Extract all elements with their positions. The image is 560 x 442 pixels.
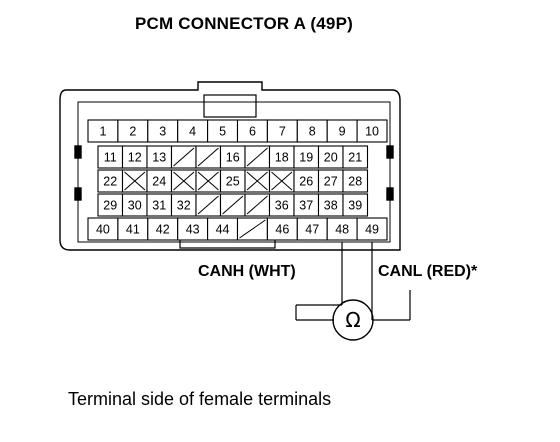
empty-cavity-mark bbox=[124, 171, 146, 191]
empty-cavity-mark bbox=[271, 171, 293, 191]
locking-tab bbox=[203, 94, 257, 118]
right-latch-top bbox=[386, 145, 394, 159]
pin-label: 41 bbox=[126, 223, 140, 237]
pin-label: 2 bbox=[129, 125, 136, 139]
pin-label: 25 bbox=[226, 175, 240, 189]
ohmmeter-circle bbox=[332, 299, 374, 341]
ohm-icon: Ω bbox=[345, 308, 360, 332]
left-latch-bottom bbox=[74, 187, 82, 201]
empty-cavity-mark bbox=[173, 147, 195, 167]
pin-label: 42 bbox=[156, 223, 170, 237]
pin-label: 26 bbox=[299, 175, 313, 189]
pin-label: 37 bbox=[299, 199, 313, 213]
pin-label: 1 bbox=[99, 125, 106, 139]
pin-label: 5 bbox=[219, 125, 226, 139]
pin-label: 44 bbox=[216, 223, 230, 237]
empty-cavity-mark bbox=[246, 195, 268, 215]
empty-cavity-mark bbox=[197, 195, 219, 215]
pin-label: 49 bbox=[365, 223, 379, 237]
left-latch-top bbox=[74, 145, 82, 159]
pin-label: 4 bbox=[189, 125, 196, 139]
pin-label: 29 bbox=[103, 199, 117, 213]
pin-label: 19 bbox=[299, 151, 313, 165]
pin-label: 22 bbox=[103, 175, 117, 189]
pin-label: 40 bbox=[96, 223, 110, 237]
pin-label: 39 bbox=[348, 199, 362, 213]
connector-housing bbox=[59, 81, 401, 251]
pin-label: 20 bbox=[324, 151, 338, 165]
pin-label: 32 bbox=[177, 199, 191, 213]
pin-label: 18 bbox=[275, 151, 289, 165]
pin-label: 46 bbox=[275, 223, 289, 237]
pin-label: 27 bbox=[324, 175, 338, 189]
pin-label: 3 bbox=[159, 125, 166, 139]
pin-label: 7 bbox=[279, 125, 286, 139]
pin-cell bbox=[342, 169, 369, 193]
pin-label: 13 bbox=[152, 151, 166, 165]
canl-label: CANL (RED)* bbox=[378, 263, 478, 280]
pin-label: 30 bbox=[128, 199, 142, 213]
pin-label: 6 bbox=[249, 125, 256, 139]
pin-label: 8 bbox=[309, 125, 316, 139]
bottom-notch bbox=[179, 240, 276, 249]
canh-label: CANH (WHT) bbox=[198, 263, 296, 280]
pin-cell bbox=[356, 217, 388, 241]
pin-label: 28 bbox=[348, 175, 362, 189]
pin-cell bbox=[356, 119, 388, 143]
pin-label: 48 bbox=[335, 223, 349, 237]
empty-cavity-mark bbox=[173, 171, 195, 191]
empty-cavity-mark bbox=[246, 171, 268, 191]
diagram-title: PCM CONNECTOR A (49P) bbox=[135, 14, 353, 33]
diagram-caption: Terminal side of female terminals bbox=[68, 389, 332, 409]
pin-label: 10 bbox=[365, 125, 379, 139]
pin-label: 21 bbox=[348, 151, 362, 165]
pin-label: 24 bbox=[152, 175, 166, 189]
empty-cavity-mark bbox=[246, 147, 268, 167]
pin-label: 9 bbox=[339, 125, 346, 139]
pin-label: 43 bbox=[186, 223, 200, 237]
pin-label: 16 bbox=[226, 151, 240, 165]
pin-label: 11 bbox=[104, 151, 117, 165]
right-latch-bottom bbox=[386, 187, 394, 201]
empty-cavity-mark bbox=[197, 171, 219, 191]
empty-cavity-mark bbox=[197, 147, 219, 167]
meter-wiring bbox=[295, 242, 411, 341]
pin-label: 38 bbox=[324, 199, 338, 213]
pin-cell bbox=[342, 145, 369, 169]
pin-cell bbox=[342, 193, 369, 217]
empty-cavity-mark bbox=[239, 219, 266, 239]
pin-label: 47 bbox=[305, 223, 319, 237]
pin-label: 36 bbox=[275, 199, 289, 213]
empty-cavity-mark bbox=[222, 195, 244, 215]
pin-label: 12 bbox=[128, 151, 142, 165]
pin-label: 31 bbox=[152, 199, 166, 213]
